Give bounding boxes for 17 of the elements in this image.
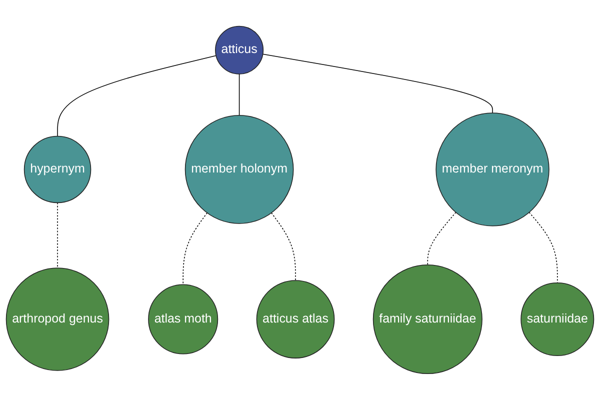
- connector: [427, 212, 456, 266]
- connector: [262, 54, 493, 114]
- connector: [271, 212, 296, 281]
- node-circle: atlas moth: [148, 284, 218, 354]
- connector: [57, 202, 58, 268]
- node-circle: atticus atlas: [256, 280, 335, 358]
- node-circle: hypernym: [24, 136, 92, 204]
- node-circle: saturniidae: [520, 282, 594, 356]
- connector: [238, 74, 240, 116]
- connector: [528, 212, 558, 284]
- node-circle: member holonym: [184, 115, 294, 224]
- node-circle: arthropod genus: [6, 268, 110, 371]
- node-circle: family saturniidae: [372, 264, 482, 374]
- node-circle: member meronym: [436, 112, 550, 226]
- connector: [57, 55, 216, 137]
- connector: [182, 212, 208, 286]
- node-circle: atticus: [215, 26, 264, 74]
